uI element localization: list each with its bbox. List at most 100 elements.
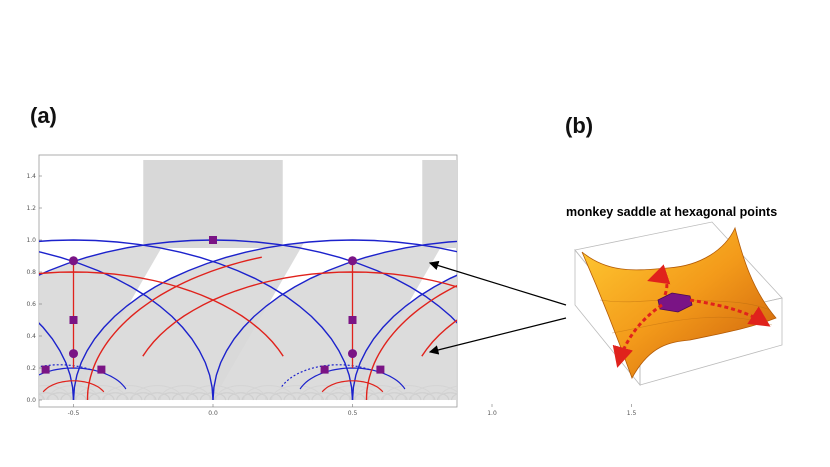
gray-small-arc	[382, 385, 434, 401]
gray-small-arc	[466, 393, 491, 400]
gray-small-arc	[187, 385, 239, 401]
y-tick-label: 0.6	[26, 301, 36, 308]
axis-ticks: -1.0-0.50.00.51.01.50.00.20.40.60.81.01.…	[26, 173, 637, 417]
gray-strip	[632, 160, 702, 248]
red-small-arc	[601, 381, 662, 392]
gray-small-arc	[271, 385, 323, 401]
square-node	[376, 365, 385, 374]
x-tick-label: -0.5	[68, 410, 80, 417]
y-tick-label: 1.4	[26, 173, 36, 180]
gray-small-arc	[535, 393, 560, 400]
square-node	[348, 316, 357, 324]
square-node	[655, 366, 663, 374]
gray-small-arc	[215, 385, 267, 401]
square-node	[600, 366, 608, 374]
panel-b-label: (b)	[565, 113, 594, 138]
blue-arc	[39, 251, 214, 401]
gray-small-arc	[255, 392, 282, 401]
blue-arc	[212, 240, 457, 401]
x-tick-label: 1.0	[487, 410, 497, 417]
gray-small-arc	[39, 385, 72, 401]
gray-small-arc	[450, 393, 457, 401]
y-tick-label: 0.0	[26, 397, 36, 404]
x-tick-label: 0.5	[348, 410, 358, 417]
gray-small-arc	[577, 393, 602, 400]
panel-b-caption: monkey saddle at hexagonal points	[566, 205, 778, 219]
gray-strip	[143, 160, 283, 248]
hexagonal-node	[627, 256, 636, 265]
y-tick-label: 0.8	[26, 269, 36, 276]
x-tick-label: 1.5	[627, 410, 637, 417]
gray-fan	[0, 242, 25, 400]
fundamental-domain-tiling	[0, 160, 702, 401]
gray-strip	[422, 160, 457, 248]
plot-area	[0, 160, 702, 401]
gray-small-arc	[311, 392, 338, 401]
red-arc	[86, 256, 262, 401]
lattice-nodes	[41, 236, 663, 374]
y-tick-label: 1.2	[26, 205, 36, 212]
gray-small-arc	[227, 392, 255, 401]
flow-arrow-down	[612, 303, 663, 368]
gray-small-arc	[39, 392, 59, 401]
gray-small-arc	[579, 386, 629, 400]
gray-small-arc	[354, 385, 406, 401]
gray-small-arc	[563, 393, 588, 400]
square-node	[97, 365, 106, 374]
square-node	[69, 316, 78, 324]
gray-small-arc	[606, 386, 656, 400]
red-small-arc	[42, 380, 105, 393]
blue-arc	[39, 239, 354, 401]
gray-small-arc	[159, 385, 211, 401]
gray-small-arc	[75, 385, 127, 401]
gray-small-arc	[103, 385, 155, 401]
square-node	[488, 236, 496, 244]
gray-small-arc	[47, 385, 100, 401]
panel-a-label: (a)	[30, 103, 57, 128]
gray-small-arc	[410, 385, 457, 401]
gray-fan	[213, 242, 444, 400]
blue-arc	[72, 239, 457, 401]
red-arc	[365, 284, 457, 401]
gray-small-arc	[605, 393, 630, 400]
gray-fan	[39, 242, 165, 400]
gray-small-arc	[395, 392, 422, 401]
gray-small-arc	[479, 393, 504, 400]
gray-small-arc	[507, 393, 532, 400]
gray-small-arc	[591, 393, 616, 400]
gray-small-arc	[116, 392, 143, 401]
gray-small-arc	[326, 385, 379, 401]
gray-small-arc	[88, 392, 115, 401]
red-geodesics	[39, 256, 662, 401]
gray-small-arc	[438, 385, 457, 401]
hexagonal-node	[348, 349, 357, 359]
y-tick-label: 0.4	[26, 333, 36, 340]
gray-small-arc	[551, 386, 601, 400]
hexagon-marker	[657, 292, 693, 313]
red-dotted-arc	[604, 362, 616, 400]
gray-small-arc	[0, 393, 16, 400]
gray-small-arc	[0, 386, 15, 400]
gray-small-arc	[243, 385, 295, 401]
pointer-arrow-lower	[428, 317, 567, 355]
pointer-arrow-upper	[428, 260, 567, 306]
gray-small-arc	[521, 393, 546, 400]
hexagonal-node	[348, 256, 357, 266]
gray-small-arc	[144, 392, 171, 401]
y-tick-label: 1.0	[26, 237, 36, 244]
y-tick-label: 0.2	[26, 365, 36, 372]
gray-small-arc	[523, 386, 573, 400]
x-tick-label: 0.0	[208, 410, 218, 417]
flow-arrow-right	[689, 298, 771, 327]
gray-small-arc	[619, 393, 644, 400]
gray-small-arc	[283, 392, 310, 401]
gray-small-arc	[171, 392, 199, 401]
gray-small-arc	[549, 393, 574, 400]
gray-small-arc	[367, 392, 394, 401]
gray-fan	[73, 242, 305, 400]
blue-arc	[351, 274, 457, 401]
flow-arrow-up	[647, 264, 671, 296]
gray-small-arc	[299, 385, 351, 401]
gray-small-arc	[131, 385, 183, 401]
square-node	[41, 365, 50, 374]
